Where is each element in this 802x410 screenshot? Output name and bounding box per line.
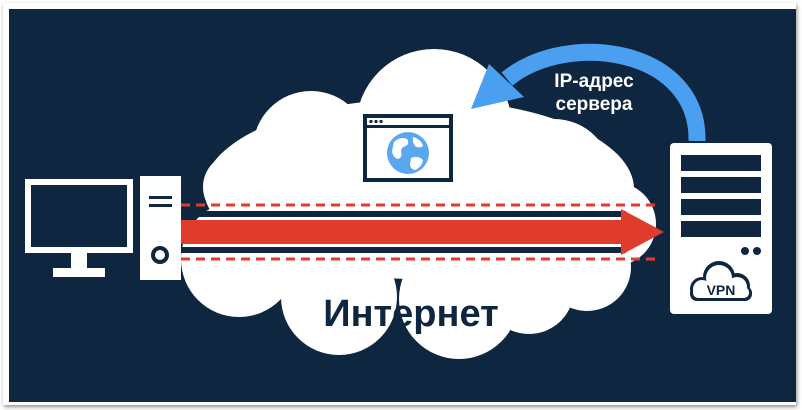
- ip-address-label-line2: сервера: [556, 94, 633, 115]
- tunnel-arrow-head: [621, 209, 664, 255]
- tunnel-arrow-shaft: [181, 220, 626, 244]
- vpn-diagram: Интернет: [25, 43, 772, 359]
- ip-return-arrow: [471, 43, 706, 142]
- vpn-cloud-badge-icon: [690, 261, 752, 301]
- image-frame: Интернет: [3, 3, 796, 405]
- vpn-server-icon: VPN: [670, 143, 772, 314]
- vpn-badge-label: VPN: [707, 282, 736, 298]
- ip-address-label-line1: IP-адрес: [554, 71, 634, 92]
- desktop-computer-icon: [25, 176, 181, 280]
- vpn-tunnel: [181, 203, 664, 261]
- globe-icon: [387, 132, 429, 174]
- internet-label: Интернет: [323, 293, 498, 335]
- diagram-panel: Интернет: [9, 9, 796, 402]
- browser-window-icon: [363, 114, 453, 182]
